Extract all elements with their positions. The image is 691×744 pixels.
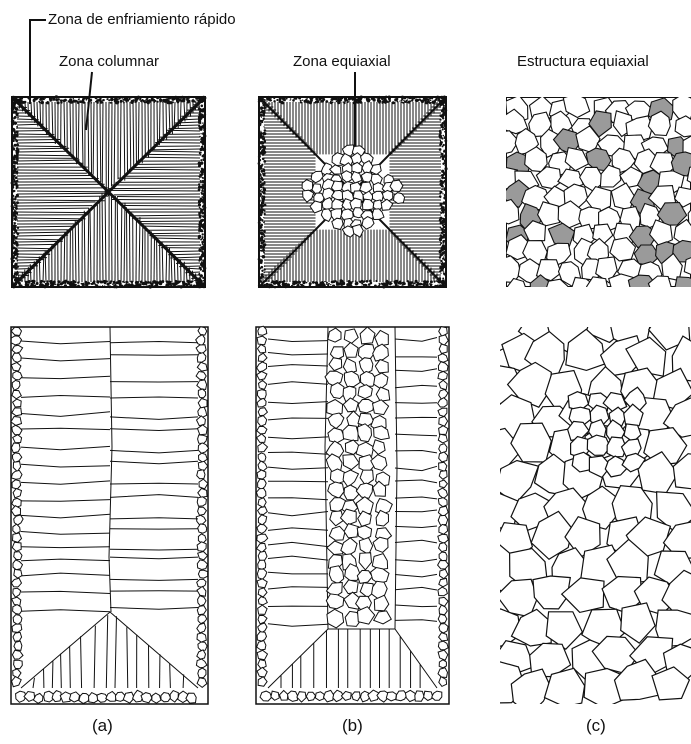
panel-a-cross-section (11, 95, 207, 288)
panel-c-cross-section (491, 94, 691, 323)
panel-b-longitudinal (256, 326, 449, 704)
panel-a-longitudinal (11, 327, 209, 704)
panel-b-cross-section (258, 96, 448, 289)
panel-c-longitudinal (476, 301, 691, 715)
